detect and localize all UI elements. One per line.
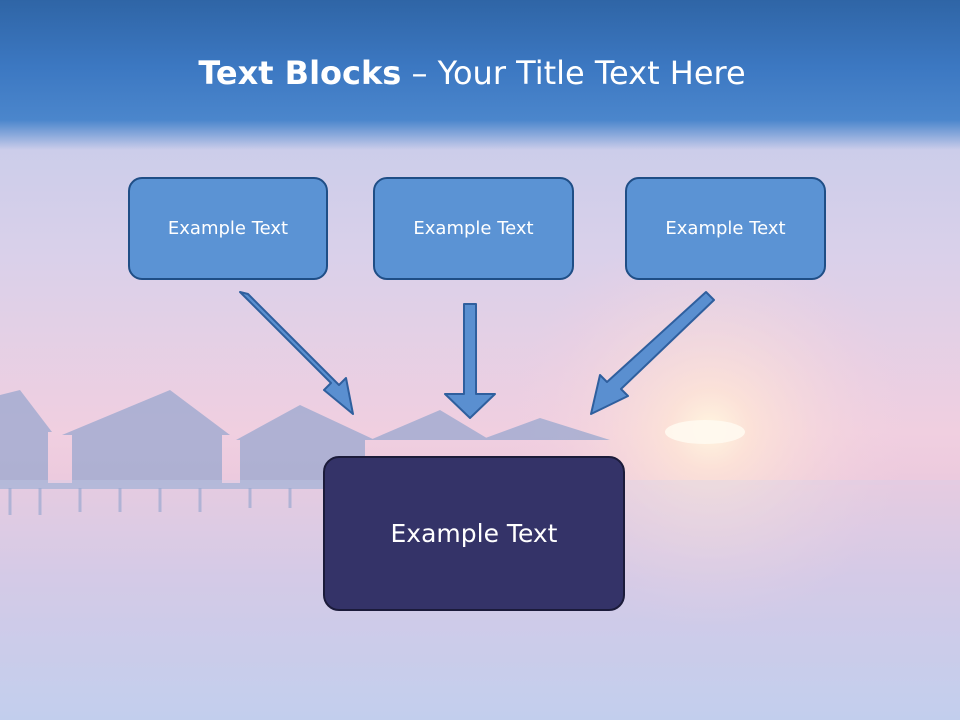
text-block-1-label: Example Text — [167, 218, 289, 239]
main-text-block[interactable]: Example Text — [323, 456, 625, 611]
text-block-3[interactable]: Example Text — [625, 177, 826, 280]
title-bar — [0, 0, 960, 150]
slide-title: Text Blocks – Your Title Text Here — [0, 54, 944, 92]
title-dash: – — [401, 54, 438, 92]
text-block-1[interactable]: Example Text — [128, 177, 328, 280]
main-text-block-label: Example Text — [390, 519, 558, 548]
text-block-3-label: Example Text — [665, 218, 786, 239]
title-bold-part: Text Blocks — [198, 54, 402, 92]
text-block-2-label: Example Text — [413, 218, 534, 239]
title-rest: Your Title Text Here — [437, 54, 746, 92]
text-block-2[interactable]: Example Text — [373, 177, 574, 280]
